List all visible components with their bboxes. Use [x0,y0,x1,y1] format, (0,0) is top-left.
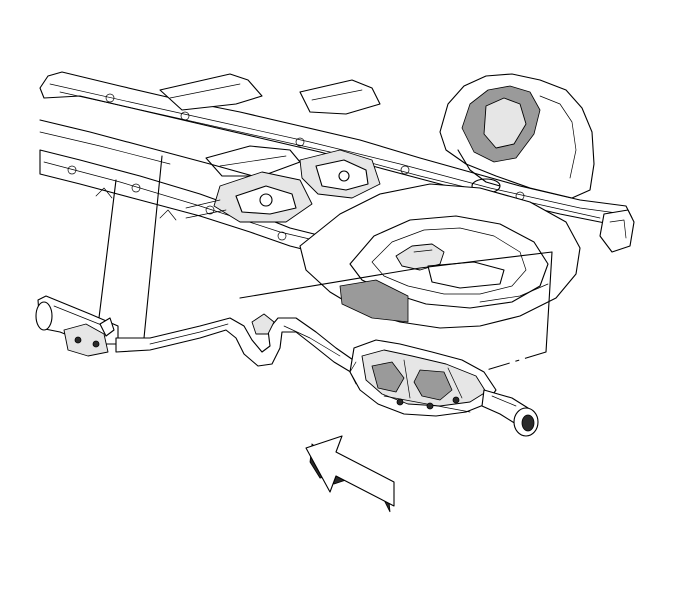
exhaust-pipe [35,295,357,375]
exhaust-muffler [349,339,497,417]
tailpipe [481,389,539,437]
underbody-structure [39,71,635,373]
exhaust-system [35,295,539,437]
mount-brackets [185,149,381,223]
spare-tire-well [349,215,549,309]
front-direction-arrow [305,435,395,513]
floor-pan [299,183,581,329]
rear-wheel-arch [439,73,635,253]
crossmembers [159,73,381,177]
connector-lines [97,155,553,373]
